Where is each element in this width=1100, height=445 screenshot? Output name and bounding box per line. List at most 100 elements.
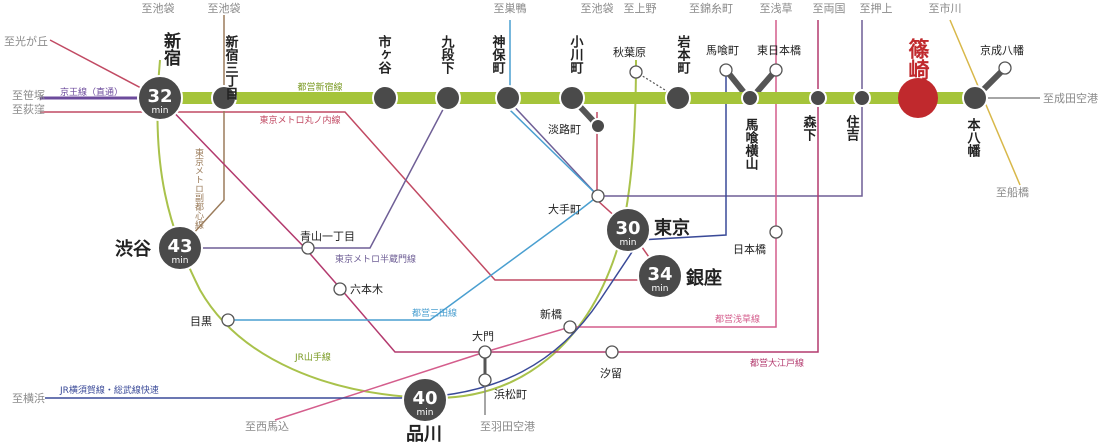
station-sanchome: [211, 85, 237, 111]
label-otemachi: 大手町: [548, 202, 581, 216]
major-shibuya: 43 min: [157, 225, 203, 271]
station-akihabara: [629, 65, 643, 79]
label-toei-shinjuku: 都営新宿線: [297, 81, 342, 93]
min-label: min: [172, 256, 189, 266]
label-bakuroyokoyama: 馬喰横山: [743, 118, 759, 171]
label-mita: 都営三田線: [412, 307, 457, 319]
label-bakurocho: 馬喰町: [706, 43, 739, 57]
label-sanchome: 新宿三丁目: [223, 34, 239, 101]
direction-asakusa: 至浅草: [760, 2, 793, 15]
station-morishita: [809, 89, 827, 107]
label-akihabara: 秋葉原: [613, 45, 646, 59]
time-shinjuku: 32: [147, 86, 172, 107]
station-roppongi: [333, 282, 347, 296]
station-otemachi: [591, 189, 605, 203]
label-daimon: 大門: [472, 329, 494, 343]
direction-oshiage: 至押上: [860, 1, 893, 15]
min-label: min: [652, 284, 669, 294]
label-hamamatsucho: 浜松町: [494, 387, 527, 401]
direction-hikarigaoka: 至光が丘: [4, 34, 48, 48]
label-jimbocho: 神保町: [490, 34, 507, 75]
hanzomon-line: [180, 99, 449, 249]
station-shiodome: [605, 345, 619, 359]
station-motoyawata: [962, 85, 988, 111]
label-meguro: 目黒: [190, 315, 212, 328]
label-keisei-yawata: 京成八幡: [980, 43, 1024, 57]
direction-ikebukuro-2: 至池袋: [208, 1, 241, 15]
label-sumiyoshi: 住吉: [844, 114, 860, 142]
yamanote-line: [156, 59, 637, 400]
label-oedo: 都営大江戸線: [750, 357, 804, 369]
direction-kinshicho: 至錦糸町: [689, 1, 733, 15]
direction-ueno: 至上野: [624, 2, 657, 15]
label-ogawamachi: 小川町: [568, 35, 585, 75]
label-kudanshita: 九段下: [439, 35, 456, 75]
label-ichigaya: 市ヶ谷: [376, 34, 392, 75]
direction-funabashi: 至船橋: [996, 185, 1029, 199]
station-nihombashi: [769, 225, 783, 239]
label-keio: 京王線（直通）: [60, 86, 123, 98]
label-tokyo: 東京: [654, 217, 690, 239]
asakusa-line: [274, 20, 777, 421]
time-ginza: 34: [647, 264, 672, 285]
label-awajicho: 淡路町: [548, 123, 581, 136]
min-label: min: [417, 408, 434, 418]
min-label: min: [620, 238, 637, 248]
mita-line: [228, 20, 600, 321]
major-ginza: 34 min: [637, 253, 683, 299]
label-asakusa: 都営浅草線: [715, 313, 760, 325]
label-aoyama: 青山一丁目: [300, 230, 355, 243]
hanzomon-line-east: [507, 20, 863, 197]
direction-nishimagome: 至西馬込: [245, 420, 289, 433]
station-aoyama: [301, 241, 315, 255]
station-keisei-yawata: [998, 61, 1012, 75]
direction-ogikubo: 至荻窪: [12, 102, 45, 116]
destination-marker: [898, 78, 938, 118]
label-shinjuku: 新宿: [160, 31, 181, 67]
station-sumiyoshi: [853, 89, 871, 107]
label-shinagawa: 品川: [406, 424, 442, 445]
station-ogawamachi: [559, 85, 585, 111]
label-morishita: 森下: [801, 114, 817, 142]
label-ginza: 銀座: [686, 267, 722, 289]
label-marunouchi: 東京メトロ丸ノ内線: [259, 114, 340, 126]
label-shinozaki: 篠崎: [906, 37, 930, 80]
station-awajicho: [590, 118, 606, 134]
station-bakuroyokoyama: [741, 89, 759, 107]
station-ichigaya: [372, 85, 398, 111]
station-iwamotocho: [665, 85, 691, 111]
direction-ryogoku: 至両国: [813, 2, 846, 15]
station-daimon: [478, 345, 492, 359]
time-shibuya: 43: [167, 236, 192, 257]
label-fukutoshin: 東京メトロ副都心線: [193, 147, 204, 229]
station-hamamatsucho: [478, 373, 492, 387]
major-shinjuku: 32 min: [137, 75, 183, 121]
direction-ikebukuro-1: 至池袋: [142, 1, 175, 15]
station-bakurocho: [719, 63, 733, 77]
direction-narita-airport: 至成田空港: [1043, 91, 1098, 105]
direction-sugamo: 至巣鴨: [494, 1, 527, 15]
major-tokyo: 30 min: [605, 207, 651, 253]
label-shiodome: 汐留: [600, 366, 622, 380]
label-hanzomon: 東京メトロ半蔵門線: [335, 253, 416, 265]
min-label: min: [152, 106, 169, 116]
direction-ichikawa: 至市川: [929, 1, 962, 15]
label-nihombashi: 日本橋: [733, 242, 766, 256]
marunouchi-line: [40, 111, 665, 281]
label-motoyawata: 本八幡: [965, 117, 982, 158]
time-shinagawa: 40: [412, 388, 437, 409]
label-yamanote: JR山手線: [294, 351, 331, 363]
major-shinagawa: 40 min: [402, 377, 448, 423]
label-iwamotocho: 岩本町: [675, 34, 692, 75]
direction-ikebukuro-3: 至池袋: [581, 1, 614, 15]
station-kudanshita: [435, 85, 461, 111]
time-tokyo: 30: [615, 218, 640, 239]
station-jimbocho: [495, 85, 521, 111]
direction-sasazuka: 至笹塚: [12, 89, 45, 102]
direction-haneda-airport: 至羽田空港: [480, 419, 535, 433]
label-yokosuka: JR横須賀線・総武線快速: [59, 384, 159, 396]
station-higashinihombashi: [769, 63, 783, 77]
station-meguro: [221, 313, 235, 327]
direction-yokohama: 至横浜: [12, 391, 45, 405]
